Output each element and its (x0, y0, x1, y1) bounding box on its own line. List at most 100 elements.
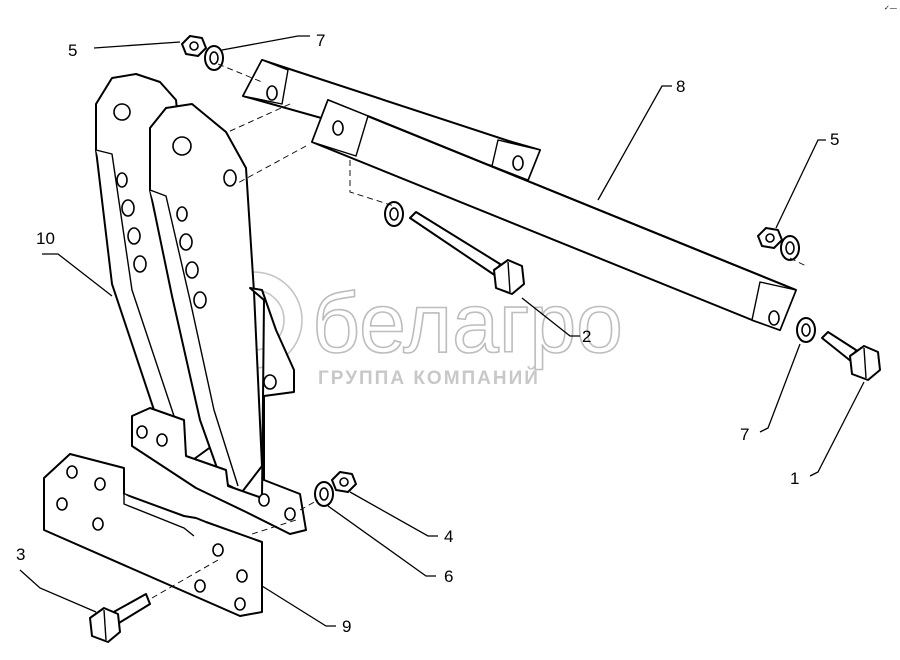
washer-lower-inner (319, 487, 329, 501)
bar-front-hole-left (332, 120, 344, 136)
dash-washer-to-bar (217, 63, 263, 83)
bolt-short-right-head-edge (863, 347, 867, 379)
washer-right-top (780, 235, 800, 261)
bolt-long-shank (409, 211, 501, 277)
washer-top-left-inner (209, 51, 219, 65)
leader-5-left (93, 41, 181, 49)
washer-right-bottom-inner (801, 323, 811, 337)
callout-5-left: 5 (68, 41, 77, 60)
callout-5-right: 5 (830, 130, 839, 149)
base-bracket-body (131, 287, 307, 535)
plate-front-hole-4 (179, 233, 193, 251)
washer-right-bottom (796, 317, 816, 343)
bottom-plate-hole-6 (236, 569, 248, 583)
corner-mark: ✓— (884, 5, 897, 12)
bolt-short-right-shank (821, 331, 857, 363)
plate-front-hole-5 (185, 261, 199, 279)
bottom-plate-hole-8 (234, 597, 246, 611)
nut-top-left (181, 35, 207, 57)
dash-bracket-to-washer (299, 499, 319, 511)
plate-rear-hole-1 (113, 103, 131, 121)
bolt-long (409, 211, 525, 295)
bolt-short-right (821, 331, 881, 381)
callout-7-right: 7 (740, 425, 749, 444)
leader-1 (809, 381, 865, 477)
washer-top-left (204, 45, 224, 71)
leader-7-right (759, 343, 801, 433)
plate-front-hole-3 (176, 206, 188, 222)
bottom-plate-hole-3 (56, 497, 68, 511)
callout-1: 1 (790, 469, 799, 488)
base-bracket-hole-5 (284, 507, 296, 521)
callout-4: 4 (444, 527, 453, 546)
leader-8 (597, 85, 672, 201)
dash-bar-to-plate-bottom (235, 145, 307, 185)
bottom-plate-step (123, 494, 195, 537)
bolt-bottom-left (89, 593, 151, 643)
nut-right (757, 227, 783, 249)
plate-rear-side (95, 149, 187, 453)
bottom-plate-hole-1 (66, 465, 78, 479)
bottom-plate-hole-2 (94, 477, 106, 491)
bar-rear (242, 59, 541, 181)
dash-plate-to-bracket (251, 519, 297, 535)
leader-4 (349, 491, 438, 537)
callout-3: 3 (16, 545, 25, 564)
watermark: белагро ГРУППА КОМПАНИЙ (205, 271, 624, 389)
leader-9 (261, 585, 336, 627)
bottom-plate-hole-7 (194, 579, 206, 593)
bottom-plate (43, 453, 263, 617)
callout-9: 9 (342, 617, 351, 636)
bar-front (311, 99, 797, 331)
plate-front-side (149, 189, 239, 487)
bolt-bottom-left-head-edge (103, 609, 107, 641)
leader-2 (521, 297, 580, 337)
bottom-plate-hole-5 (212, 543, 224, 557)
callout-10: 10 (36, 229, 55, 248)
dash-bar-to-plate-top (227, 103, 291, 133)
base-bracket-hole-3 (263, 374, 277, 390)
nut-top-left-bore (189, 41, 199, 51)
dash-washer-to-bar-right (789, 257, 807, 267)
nut-lower-bore (339, 477, 349, 487)
plate-rear-hole-3 (121, 199, 135, 217)
callout-6: 6 (444, 567, 453, 586)
nut-right-bore (765, 233, 775, 243)
dash-bolt-to-plate (151, 559, 219, 599)
plate-front-hole-2 (223, 169, 237, 187)
plate-front-hole-1 (172, 136, 192, 156)
callouts: 5 7 8 5 10 2 7 1 4 6 9 3 (16, 31, 865, 636)
leader-10 (42, 253, 113, 297)
washer-lower (314, 481, 334, 507)
leader-5-right (775, 139, 826, 229)
bolt-long-head-edge (507, 261, 511, 293)
bar-rear-hole-right (512, 155, 524, 171)
bar-rear-hole-left (266, 85, 278, 101)
nut-lower (331, 471, 357, 493)
bar-front-end-right (751, 281, 797, 331)
base-bracket (131, 287, 307, 535)
bar-front-hole-right (768, 310, 780, 326)
base-bracket-hole-2 (156, 433, 168, 447)
washer-right-top-inner (785, 241, 795, 255)
base-bracket-hole-4 (258, 493, 270, 507)
dash-bar-to-washer (349, 160, 395, 207)
plate-rear-hole-4 (127, 227, 141, 245)
washer-middle-inner (389, 207, 399, 221)
leader-3 (19, 569, 97, 613)
plate-rear-hole-5 (133, 255, 147, 273)
bottom-plate-body (43, 453, 263, 617)
callout-2: 2 (582, 327, 591, 346)
callout-7-top: 7 (316, 31, 325, 50)
washer-middle (384, 201, 404, 227)
watermark-subtitle: ГРУППА КОМПАНИЙ (318, 367, 540, 389)
watermark-brand: белагро (312, 276, 623, 370)
base-bracket-hole-1 (136, 425, 148, 439)
plate-front-hole-6 (193, 291, 207, 309)
plate-rear-hole-2 (116, 172, 128, 188)
leader-6 (327, 505, 436, 577)
plate-front (149, 103, 263, 493)
bar-front-top-edge (367, 115, 797, 291)
callout-8: 8 (676, 77, 685, 96)
